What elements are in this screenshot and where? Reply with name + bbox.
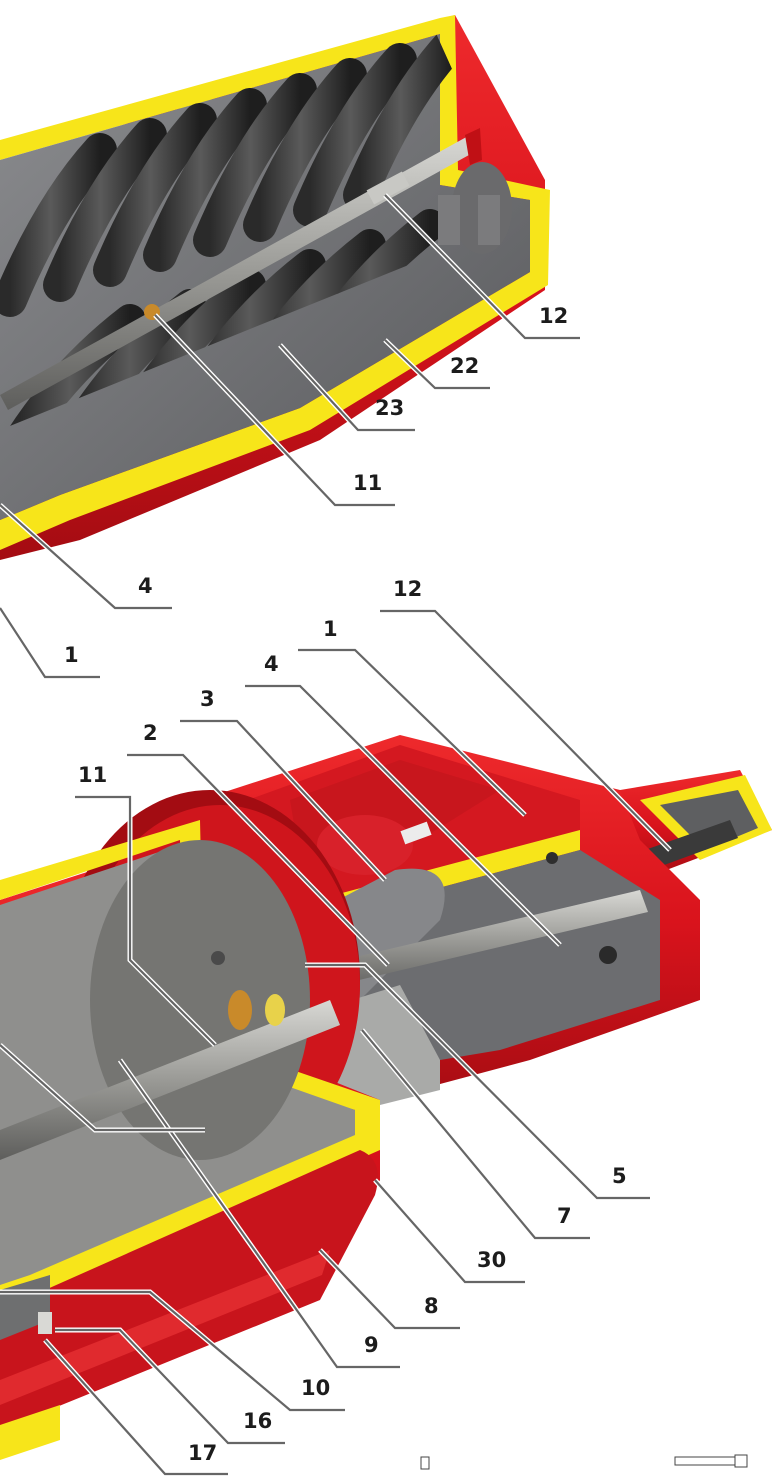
leader-1-left [0,606,100,680]
callout-8: 8 [424,1294,439,1318]
small-mark-1 [420,1456,430,1470]
callout-30: 30 [477,1248,507,1272]
callout-5: 5 [612,1164,627,1188]
callout-9: 9 [364,1333,379,1357]
callout-12-bottom: 12 [393,577,423,601]
spring-tie-rod [0,135,478,410]
callout-23: 23 [375,396,405,420]
leader-8 [318,1248,460,1331]
callout-12-top: 12 [539,304,569,328]
callout-1-mid: 1 [323,617,338,641]
leader-lines [0,193,672,1476]
callout-4-left: 4 [138,574,153,598]
callout-1-left: 1 [64,643,79,667]
callout-3: 3 [200,687,215,711]
callout-10: 10 [301,1376,331,1400]
callout-7: 7 [557,1204,572,1228]
lower-nut [38,1312,52,1334]
callout-17: 17 [188,1441,218,1465]
callout-2: 2 [143,721,158,745]
spring-cartridge-assembly [0,15,550,560]
nameplate-1 [400,821,432,845]
callout-22: 22 [450,354,480,378]
small-mark-2 [674,1456,736,1466]
bushing-bottom [228,990,252,1030]
rod-nut [366,171,410,205]
callout-11-bottom: 11 [78,763,108,787]
guide-rod [300,890,648,992]
callout-4-mid: 4 [264,652,279,676]
callout-16: 16 [243,1409,273,1433]
actuator-main-assembly [0,735,772,1470]
callout-11-top: 11 [353,471,383,495]
